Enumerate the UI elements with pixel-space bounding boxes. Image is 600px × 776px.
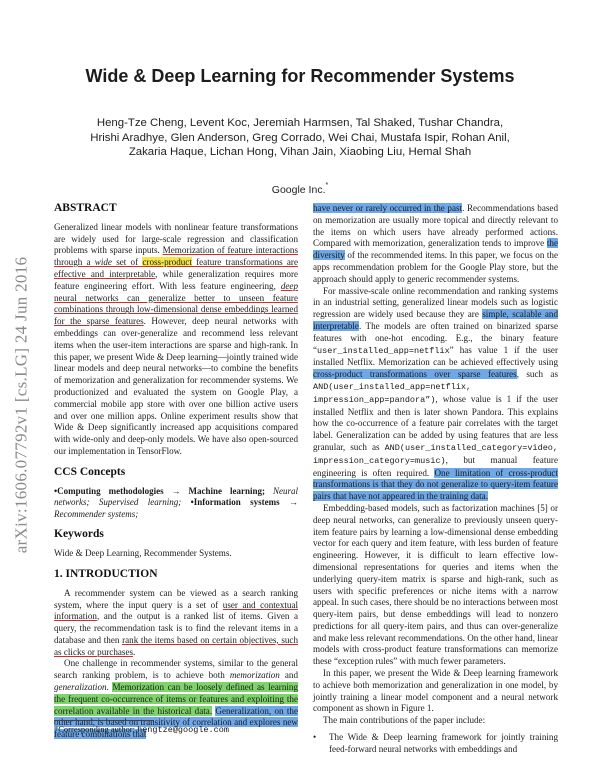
abstract-sentence: neural networks can generalize better to…: [54, 292, 298, 327]
affiliation: Google Inc.*: [50, 182, 550, 196]
ccs-text: •Computing methodologies → Machine learn…: [54, 486, 298, 521]
intro-emphasis: generalization: [54, 682, 107, 693]
paper-title: Wide & Deep Learning for Recommender Sys…: [85, 66, 515, 86]
affiliation-mark: *: [325, 182, 329, 189]
abstract-sentence: set of: [111, 257, 143, 268]
intro-paragraph: In this paper, we present the Wide & Dee…: [313, 668, 558, 714]
intro-sentence: of the recommended items. In this paper,…: [313, 250, 558, 284]
right-column: have never or rarely occurred in the pas…: [313, 203, 559, 756]
code-term: user_installed_app=netflix: [317, 345, 450, 356]
affiliation-text: Google Inc.: [271, 184, 326, 196]
arxiv-stamp: arXiv:1606.07792v1 [cs.LG] 24 Jun 2016: [9, 210, 33, 600]
intro-paragraph: For massive-scale online recommendation …: [313, 285, 559, 503]
highlight-blue: cross-product transformations over spars…: [313, 369, 517, 380]
intro-paragraph: have never or rarely occurred in the pas…: [313, 203, 558, 286]
intro-sentence: A recommender system can be viewed as a …: [54, 587, 298, 610]
footnote-rule: [54, 720, 154, 721]
abstract-sentence: . However, deep neural networks with emb…: [54, 316, 298, 456]
author-line: Hrishi Aradhye, Glen Anderson, Greg Corr…: [90, 131, 510, 144]
abstract-sentence: Memorization of feature interactions thr…: [54, 245, 298, 268]
intro-sentence: .: [133, 646, 136, 657]
ccs-term: •Computing methodologies → Machine learn…: [54, 485, 266, 496]
intro-sentence: For massive-scale online recommendation …: [313, 285, 558, 320]
intro-sentence: and: [279, 670, 298, 681]
highlight-blue: have never or rarely occurred in the pas…: [313, 203, 463, 213]
highlight-underline: user and contextual information: [54, 599, 299, 622]
abstract-emphasis: deep: [280, 280, 298, 291]
intro-paragraph: A recommender system can be viewed as a …: [54, 588, 298, 659]
intro-sentence: ” has value 1 if the user installed Netf…: [313, 344, 558, 368]
abstract-sentence: Generalized linear models with nonlinear…: [54, 221, 298, 256]
ccs-subterm: → Recommender systems;: [54, 497, 298, 519]
intro-sentence: , and the output is a ranked list of ite…: [54, 611, 298, 645]
intro-sentence: , such as: [516, 369, 558, 380]
highlight-underline: Memorization of feature interactions thr…: [54, 245, 298, 279]
intro-sentence: . Recommendations based on memorization …: [313, 203, 558, 249]
highlight-underline: deep neural networks can generalize bett…: [54, 281, 298, 326]
intro-sentence: .: [106, 682, 113, 693]
ccs-term: •Information systems: [181, 497, 280, 508]
abstract-heading: ABSTRACT: [54, 202, 117, 214]
highlight-yellow: cross-product: [142, 257, 192, 268]
intro-sentence: . The models are often trained on binari…: [313, 320, 558, 355]
footnote: *Corresponding author: hengtze@google.co…: [54, 724, 314, 735]
code-term: AND(user_installed_app=netflix, impressi…: [313, 381, 472, 405]
highlight-underline: rank the items based on certain objectiv…: [54, 634, 298, 657]
footnote-email: hengtze@google.com: [137, 725, 229, 735]
intro-paragraph: One challenge in recommender systems, si…: [54, 658, 298, 741]
keywords-text: Wide & Deep Learning, Recommender System…: [54, 548, 232, 559]
intro-sentence: , whose value is 1 if the user installed…: [313, 393, 558, 452]
abstract-text: Generalized linear models with nonlinear…: [54, 222, 298, 458]
intro-emphasis: memorization: [229, 670, 280, 681]
author-line: Zakaria Haque, Lichan Hong, Vihan Jain, …: [128, 146, 472, 158]
code-term: AND(user_installed_category=video, impre…: [313, 442, 558, 466]
contribution-text: The Wide & Deep learning framework for j…: [329, 732, 558, 754]
intro-sentence: One challenge in recommender systems, si…: [54, 658, 298, 681]
author-list: Heng-Tze Cheng, Levent Koc, Jeremiah Har…: [50, 116, 550, 160]
footnote-label: *Corresponding author:: [54, 724, 138, 734]
abstract-sentence: , while generalization requires more fea…: [54, 268, 299, 291]
contribution-bullet: • The Wide & Deep learning framework for…: [313, 732, 558, 756]
intro-sentence: , but manual feature engineering is ofte…: [313, 454, 558, 478]
ccs-heading: CCS Concepts: [54, 465, 126, 478]
author-line: Heng-Tze Cheng, Levent Koc, Jeremiah Har…: [96, 117, 504, 129]
intro-paragraph: The main contributions of the paper incl…: [323, 715, 486, 726]
abstract-sentence: feature transformations are effective an…: [54, 257, 298, 279]
abstract-emphasis: wide: [94, 257, 112, 268]
left-column: ABSTRACT Generalized linear models with …: [54, 202, 298, 741]
bullet-dot: •: [313, 732, 317, 743]
introduction-heading: 1. INTRODUCTION: [54, 567, 158, 580]
arxiv-stamp-text: arXiv:1606.07792v1 [cs.LG] 24 Jun 2016: [11, 256, 30, 554]
intro-paragraph: Embedding-based models, such as factoriz…: [313, 502, 558, 667]
ccs-subterm: Neural networks; Supervised learning;: [54, 485, 298, 508]
keywords-heading: Keywords: [54, 528, 104, 541]
